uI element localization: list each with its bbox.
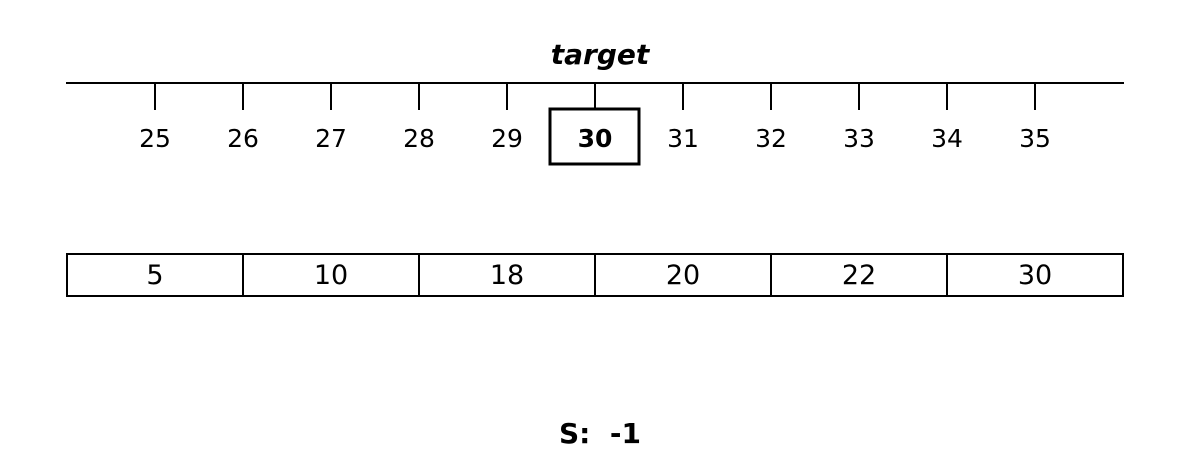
tick-label-28: 28	[403, 124, 435, 153]
tick-label-31: 31	[667, 124, 699, 153]
result-label: S:	[559, 417, 591, 450]
array-cell: 10	[242, 255, 418, 295]
target-highlight-box	[548, 107, 641, 166]
target-label: target	[550, 38, 650, 71]
tick-label-34: 34	[931, 124, 963, 153]
result-line: S: -1	[0, 416, 1200, 452]
tick-label-25: 25	[139, 124, 171, 153]
result-value: -1	[609, 417, 641, 450]
tick-label-26: 26	[227, 124, 259, 153]
array-cell: 30	[946, 255, 1122, 295]
tick-label-30: 30	[578, 124, 613, 153]
tick-label-32: 32	[755, 124, 787, 153]
tick-group: 25 26 27 28 29 30 31 32 33 34 35	[139, 83, 1051, 166]
array-cell: 22	[770, 255, 946, 295]
array-cell: 18	[418, 255, 594, 295]
tick-label-29: 29	[491, 124, 523, 153]
array-cell: 20	[594, 255, 770, 295]
array-cell: 5	[146, 259, 164, 291]
number-line: 25 26 27 28 29 30 31 32 33 34 35	[66, 82, 1124, 166]
tick-label-33: 33	[843, 124, 875, 153]
tick-label-35: 35	[1019, 124, 1051, 153]
tick-label-27: 27	[315, 124, 347, 153]
